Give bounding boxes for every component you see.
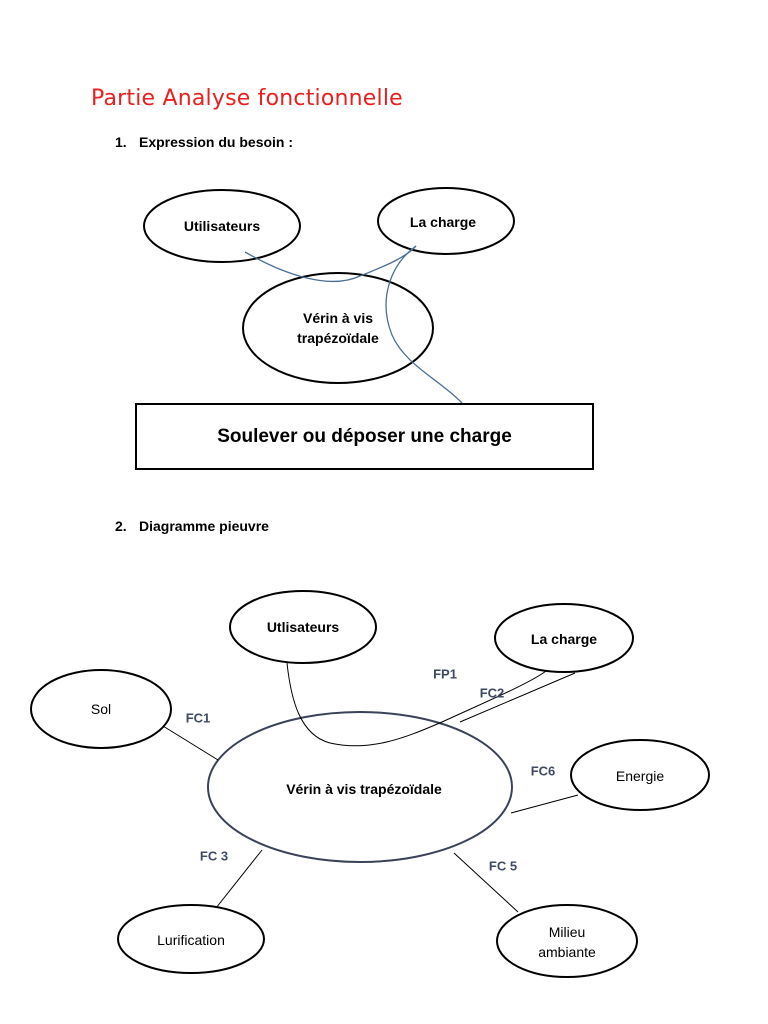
- pieuvre-sol-label: Sol: [90, 701, 112, 717]
- fp1-link: [286, 662, 547, 747]
- function-label-fc3: FC 3: [199, 848, 229, 864]
- section-title-2: Diagramme pieuvre: [139, 518, 269, 534]
- function-label-fc6: FC6: [530, 763, 556, 779]
- section-heading-1: 1. Expression du besoin :: [115, 134, 293, 150]
- pieuvre-center-label: Vérin à vis trapézoïdale: [286, 781, 442, 797]
- besoin-horn-curve-2: [385, 245, 463, 404]
- fc6-link: [510, 794, 579, 814]
- section-heading-2: 2. Diagramme pieuvre: [115, 518, 269, 534]
- section-number-1: 1.: [115, 134, 127, 150]
- fc2-link: [459, 672, 576, 723]
- pieuvre-charge-label: La charge: [530, 631, 598, 647]
- pieuvre-users-label: Utlisateurs: [266, 619, 340, 635]
- pieuvre-lurification-ellipse: [117, 904, 265, 974]
- page-title: Partie Analyse fonctionnelle: [91, 86, 403, 111]
- besoin-horn-curve-1: [244, 245, 417, 283]
- fc1-link: [162, 725, 219, 761]
- pieuvre-lurification-label: Lurification: [157, 932, 225, 948]
- besoin-users-label: Utilisateurs: [183, 218, 261, 234]
- fc5-link: [453, 852, 519, 913]
- section-number-2: 2.: [115, 518, 127, 534]
- besoin-product-label-line2: trapézoïdale: [297, 330, 379, 346]
- pieuvre-milieu-label-line1: Milieu: [548, 924, 586, 940]
- besoin-product-ellipse: [242, 272, 434, 384]
- pieuvre-milieu-ellipse: [496, 904, 638, 978]
- need-box: Soulever ou déposer une charge: [135, 403, 594, 470]
- besoin-charge-ellipse: [377, 187, 515, 255]
- function-label-fc5: FC 5: [488, 858, 518, 874]
- fc3-link: [215, 849, 263, 909]
- besoin-users-ellipse: [143, 189, 301, 263]
- pieuvre-energie-ellipse: [570, 739, 710, 811]
- pieuvre-charge-ellipse: [494, 603, 634, 673]
- pieuvre-sol-ellipse: [30, 669, 172, 749]
- need-statement: Soulever ou déposer une charge: [217, 425, 512, 447]
- function-label-fc2: FC2: [479, 685, 505, 701]
- pieuvre-users-ellipse: [229, 590, 377, 664]
- besoin-product-label-line1: Vérin à vis: [302, 310, 374, 326]
- function-label-fc1: FC1: [185, 710, 211, 726]
- function-label-fp1: FP1: [433, 666, 457, 682]
- section-title-1: Expression du besoin :: [139, 134, 294, 150]
- pieuvre-energie-label: Energie: [615, 768, 665, 784]
- pieuvre-center-ellipse: [207, 711, 513, 863]
- pieuvre-milieu-label-line2: ambiante: [538, 944, 596, 960]
- besoin-charge-label: La charge: [409, 214, 477, 230]
